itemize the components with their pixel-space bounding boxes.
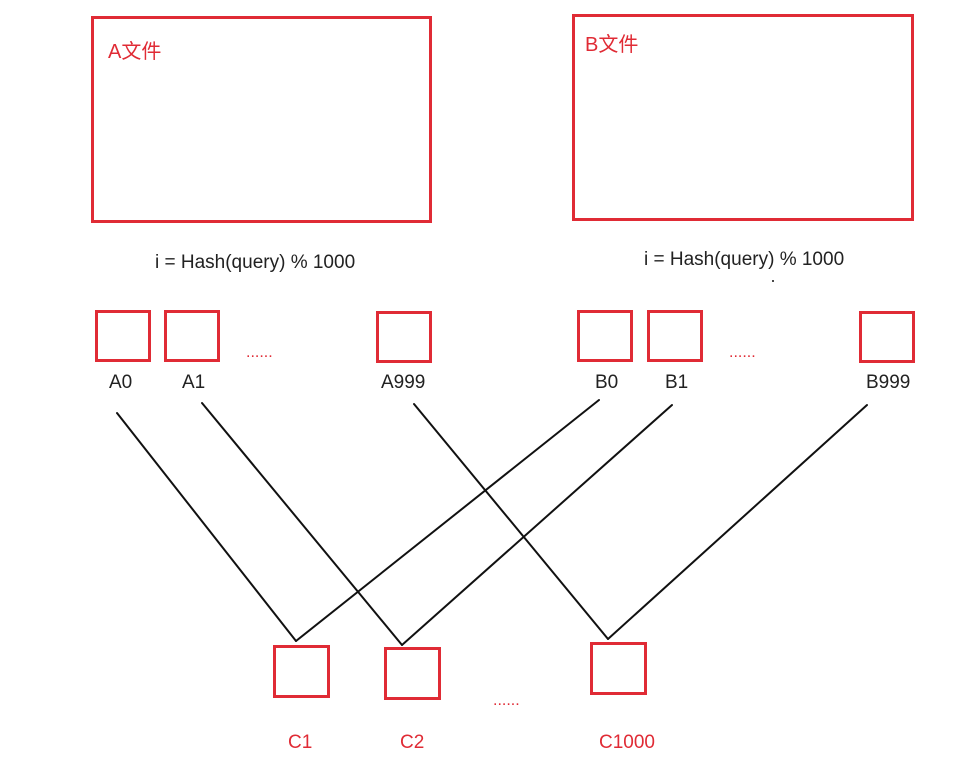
label-b999: B999 bbox=[866, 372, 911, 393]
edge-a0-c1 bbox=[116, 412, 297, 642]
label-a999: A999 bbox=[381, 372, 426, 393]
file-b-box bbox=[572, 14, 914, 221]
edge-b999-c1000 bbox=[607, 404, 868, 640]
file-a-label: A文件 bbox=[108, 41, 162, 63]
stray-dot bbox=[772, 280, 774, 282]
bucket-c1 bbox=[273, 645, 330, 698]
bucket-c2 bbox=[384, 647, 441, 700]
label-a1: A1 bbox=[182, 372, 206, 393]
file-a-box bbox=[91, 16, 432, 223]
bucket-c-ellipsis: ...... bbox=[493, 692, 520, 709]
edge-a1-c2 bbox=[201, 402, 403, 646]
bucket-c1000 bbox=[590, 642, 647, 695]
label-b1: B1 bbox=[665, 372, 689, 393]
label-c1: C1 bbox=[288, 732, 313, 753]
bucket-a0 bbox=[95, 310, 151, 362]
label-c1000: C1000 bbox=[599, 732, 655, 753]
bucket-a-ellipsis: ...... bbox=[246, 344, 273, 361]
edge-a999-c1000 bbox=[413, 403, 609, 640]
bucket-a999 bbox=[376, 311, 432, 363]
label-a0: A0 bbox=[109, 372, 133, 393]
bucket-a1 bbox=[164, 310, 220, 362]
edge-b0-c1 bbox=[295, 399, 600, 642]
hash-formula-a: i = Hash(query) % 1000 bbox=[155, 252, 356, 273]
edge-b1-c2 bbox=[401, 404, 673, 646]
bucket-b0 bbox=[577, 310, 633, 362]
label-b0: B0 bbox=[595, 372, 619, 393]
file-b-label: B文件 bbox=[585, 34, 639, 56]
bucket-b999 bbox=[859, 311, 915, 363]
label-c2: C2 bbox=[400, 732, 425, 753]
bucket-b1 bbox=[647, 310, 703, 362]
bucket-b-ellipsis: ...... bbox=[729, 344, 756, 361]
hash-formula-b: i = Hash(query) % 1000 bbox=[644, 249, 845, 270]
